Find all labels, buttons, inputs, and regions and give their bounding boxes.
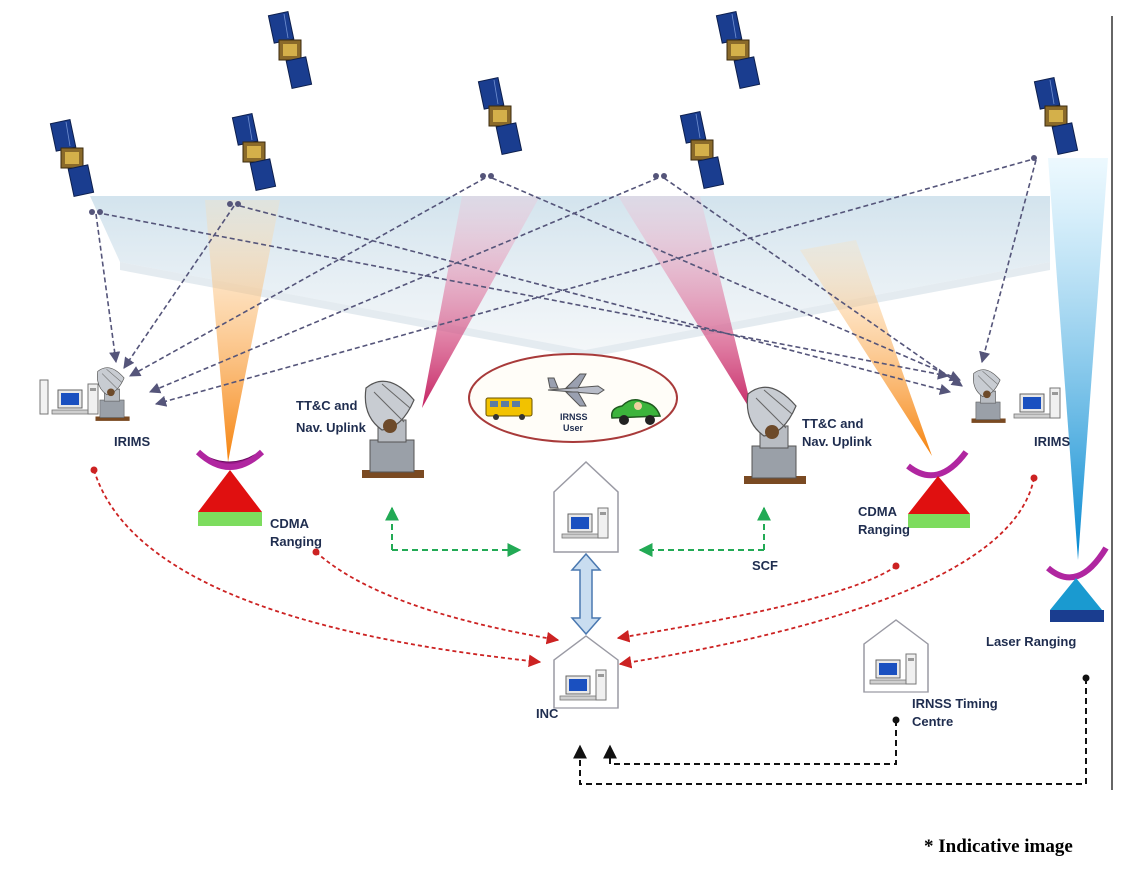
ttc-left-label-2: Nav. Uplink [296,420,367,435]
user-label-2: User [563,423,584,433]
cyan-beam [1048,158,1108,560]
computer-icon [1013,387,1061,419]
computer-icon [51,383,99,415]
cdma-left-label-1: CDMA [270,516,310,531]
green-links [385,506,771,557]
pink-beam-right [618,196,753,414]
car-icon [610,399,662,425]
cdma-left-label-2: Ranging [270,534,322,549]
satellite-links [95,159,1037,407]
timing-centre-label-1: IRNSS Timing [912,696,998,711]
satellite-2 [227,113,277,207]
ttc-left-label-1: TT&C and [296,398,357,413]
inc-building [553,635,619,709]
red-links [90,466,1038,669]
dish-antenna-icon [95,367,130,422]
ttc-right-label-1: TT&C and [802,416,863,431]
irims-left-station [39,367,130,422]
laser-ranging-station [1046,546,1109,622]
ttc-right-label-2: Nav. Uplink [802,434,873,449]
scf-building [553,461,619,553]
pink-beam-left [422,196,540,408]
orange-beam-left [205,200,280,462]
irims-left-label: IRIMS [114,434,150,449]
cdma-left-station [195,449,265,526]
footnote: * Indicative image [924,836,1073,857]
beams [205,158,1108,560]
satellite-6 [653,111,725,189]
cdma-right-station [906,450,970,528]
satellite-5 [715,11,761,89]
laser-ranging-label: Laser Ranging [986,634,1076,649]
black-links [573,674,1090,785]
ttc-left-station [361,380,425,479]
irnss-user-group: IRNSS User [468,353,678,443]
dish-antenna-icon [361,380,425,479]
cdma-right-label-2: Ranging [858,522,910,537]
dish-antenna-icon [971,369,1006,424]
inc-label: INC [536,706,559,721]
scf-inc-double-arrow [570,552,602,636]
satellite-4 [477,77,523,179]
ttc-right-station [743,386,807,485]
dish-antenna-icon [743,386,807,485]
bus-icon [485,397,533,420]
airplane-icon [547,373,605,407]
coverage-ribbon [90,196,1050,358]
cdma-right-label-1: CDMA [858,504,898,519]
orange-beam-right [800,240,932,456]
irims-right-label: IRIMS [1034,434,1070,449]
user-label-1: IRNSS [560,412,588,422]
satellite-1 [49,119,103,215]
irims-right-station [971,369,1061,424]
satellite-3 [267,11,313,89]
timing-centre-label-2: Centre [912,714,953,729]
scf-label: SCF [752,558,778,573]
timing-centre-building [863,619,929,693]
satellite-7 [1031,77,1079,161]
